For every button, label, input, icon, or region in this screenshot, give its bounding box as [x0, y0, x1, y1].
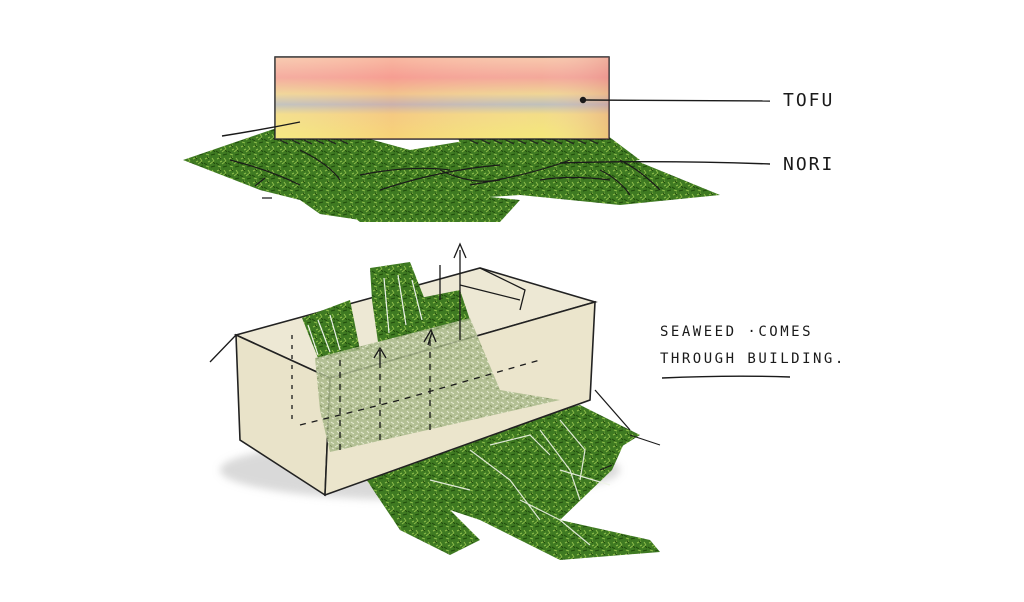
- hidden-lines: [209, 242, 631, 450]
- annotation-line-2: THROUGH BUILDING.: [660, 351, 846, 367]
- section-diagram: [183, 56, 771, 222]
- nori-label: NORI: [783, 154, 835, 175]
- nori-tail: [360, 400, 661, 560]
- tofu-block: [274, 56, 610, 145]
- leader-lines: [221, 96, 771, 165]
- tofu-label: TOFU: [783, 90, 835, 111]
- nori-through-building: [302, 262, 560, 452]
- note-underline: [661, 375, 791, 379]
- axon-diagram: [209, 242, 661, 560]
- tofu-leader-dot: [579, 96, 587, 104]
- annotation-line-1: SEAWEED ·COMES: [660, 324, 814, 340]
- tofu-leader-line: [584, 99, 771, 102]
- nori-leader-line: [559, 161, 771, 165]
